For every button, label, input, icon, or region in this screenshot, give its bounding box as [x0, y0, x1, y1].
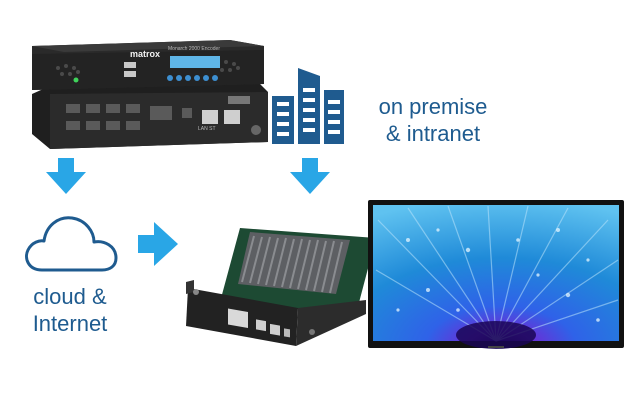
arrow-down-icon	[46, 158, 86, 194]
display-monitor	[368, 200, 624, 352]
on-premise-line1: on premise	[378, 94, 488, 119]
cloud-line1: cloud &	[33, 284, 107, 309]
encoder-device: matrox Monarch 2000 Encoder LAN ST	[20, 34, 270, 154]
on-premise-line2: & intranet	[385, 121, 481, 146]
encoder-port-label: LAN ST	[198, 126, 216, 132]
cloud-line2: Internet	[32, 311, 108, 336]
encoder-brand-logo: matrox	[130, 49, 161, 59]
building-icon	[268, 66, 348, 146]
arrow-down-icon	[290, 158, 330, 194]
arrow-right-icon	[138, 222, 178, 266]
cloud-icon	[20, 208, 120, 276]
encoder-model-label: Monarch 2000 Encoder	[168, 46, 220, 52]
on-premise-label: on premise & intranet	[358, 93, 508, 147]
media-player-board	[180, 222, 380, 362]
cloud-label: cloud & Internet	[10, 283, 130, 337]
